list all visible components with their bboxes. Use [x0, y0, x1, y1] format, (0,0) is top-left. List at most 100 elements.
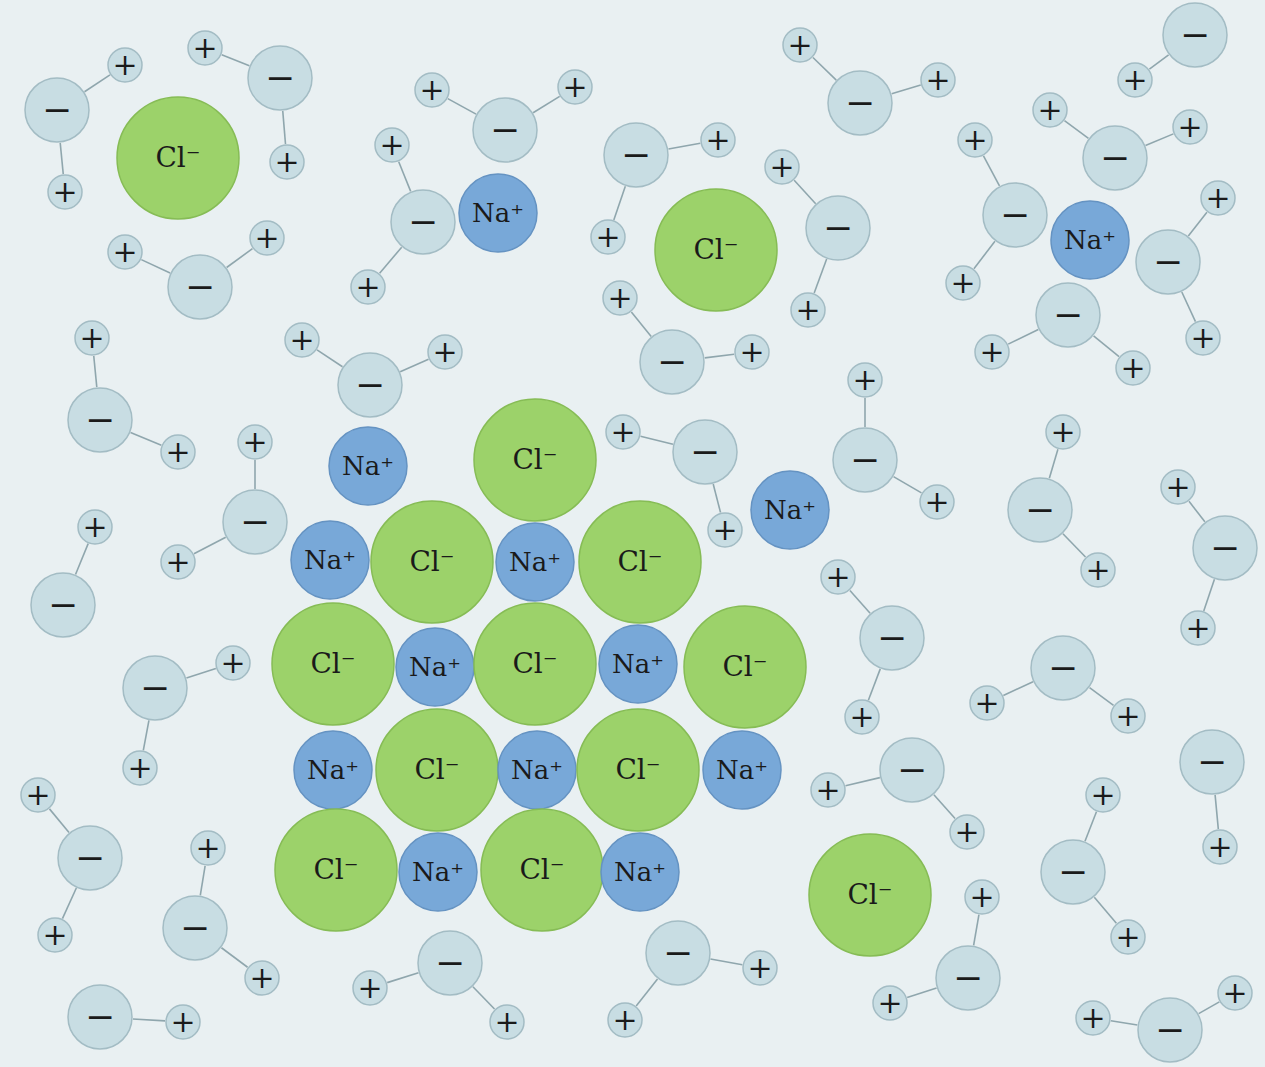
- charge-sign: +: [595, 222, 620, 252]
- bond-line: [907, 988, 936, 997]
- oxygen-atom: −: [337, 352, 403, 418]
- charge-sign: −: [823, 210, 853, 246]
- atom-circle: [1051, 201, 1129, 279]
- atom-circle: [415, 73, 449, 107]
- ion-label: Cl⁻: [310, 650, 355, 678]
- charge-sign: −: [85, 999, 115, 1035]
- atom-circle: [965, 880, 999, 914]
- charge-sign: +: [1122, 65, 1147, 95]
- atom-circle: [1086, 778, 1120, 812]
- charge-sign: +: [170, 1007, 195, 1037]
- oxygen-atom: −: [57, 825, 123, 891]
- atom-circle: [238, 425, 272, 459]
- hydrogen-atom: +: [489, 1004, 525, 1040]
- hydrogen-atom: +: [187, 30, 223, 66]
- hydrogen-atom: +: [215, 645, 251, 681]
- hydrogen-atom: +: [700, 122, 736, 158]
- charge-sign: −: [877, 620, 907, 656]
- charge-sign: +: [1222, 978, 1247, 1008]
- charge-sign: +: [849, 702, 874, 732]
- charge-sign: +: [954, 817, 979, 847]
- bond-line: [60, 143, 63, 174]
- charge-sign: +: [562, 72, 587, 102]
- atom-circle: [558, 70, 592, 104]
- atom-circle: [936, 946, 1000, 1010]
- oxygen-atom: −: [879, 737, 945, 803]
- charge-sign: +: [192, 33, 217, 63]
- sodium-ion: Na⁺: [1050, 200, 1130, 280]
- atom-circle: [920, 485, 954, 519]
- atom-circle: [1083, 126, 1147, 190]
- charge-sign: +: [1115, 701, 1140, 731]
- charge-sign: +: [357, 973, 382, 1003]
- bond-line: [200, 866, 205, 896]
- charge-sign: −: [657, 344, 687, 380]
- charge-sign: −: [953, 960, 983, 996]
- oxygen-atom: −: [603, 122, 669, 188]
- oxygen-atom: −: [167, 254, 233, 320]
- ion-label: Cl⁻: [615, 756, 660, 784]
- atom-circle: [245, 961, 279, 995]
- atom-circle: [473, 98, 537, 162]
- atom-circle: [275, 809, 397, 931]
- atom-circle: [701, 123, 735, 157]
- ion-label: Cl⁻: [693, 236, 738, 264]
- charge-sign: +: [379, 130, 404, 160]
- atom-circle: [828, 71, 892, 135]
- atom-circle: [248, 46, 312, 110]
- bond-line: [614, 186, 626, 220]
- atom-circle: [608, 1003, 642, 1037]
- bond-line: [221, 948, 247, 967]
- bond-line: [1145, 134, 1173, 146]
- oxygen-atom: −: [1035, 282, 1101, 348]
- charge-sign: +: [42, 920, 67, 950]
- bond-line: [636, 979, 657, 1006]
- hydrogen-atom: +: [764, 149, 800, 185]
- oxygen-atom: −: [1179, 729, 1245, 795]
- hydrogen-atom: +: [374, 127, 410, 163]
- ion-label: Cl⁻: [847, 881, 892, 909]
- oxygen-atom: −: [390, 189, 456, 255]
- atom-circle: [1218, 976, 1252, 1010]
- atom-circle: [1138, 998, 1202, 1062]
- hydrogen-atom: +: [847, 362, 883, 398]
- bond-line: [813, 58, 836, 81]
- atom-circle: [958, 123, 992, 157]
- bond-line: [227, 249, 253, 268]
- charge-sign: +: [877, 988, 902, 1018]
- charge-sign: +: [925, 65, 950, 95]
- charge-sign: +: [787, 30, 812, 60]
- bond-line: [1064, 121, 1088, 139]
- atom-circle: [375, 128, 409, 162]
- charge-sign: +: [127, 753, 152, 783]
- atom-circle: [1031, 636, 1095, 700]
- chloride-ion: Cl⁻: [274, 808, 398, 932]
- atom-circle: [223, 490, 287, 554]
- atom-circle: [708, 513, 742, 547]
- atom-circle: [329, 427, 407, 505]
- hydrogen-atom: +: [249, 220, 285, 256]
- oxygen-atom: −: [1007, 477, 1073, 543]
- oxygen-atom: −: [1137, 997, 1203, 1063]
- bond-line: [317, 350, 342, 367]
- hydrogen-atom: +: [107, 47, 143, 83]
- atom-circle: [601, 833, 679, 911]
- charge-sign: −: [1180, 17, 1210, 53]
- chloride-ion: Cl⁻: [808, 833, 932, 957]
- bond-line: [974, 241, 995, 268]
- hydrogen-atom: +: [77, 509, 113, 545]
- sodium-ion: Na⁺: [750, 470, 830, 550]
- atom-circle: [577, 709, 699, 831]
- charge-sign: −: [1048, 650, 1078, 686]
- charge-sign: +: [852, 365, 877, 395]
- charge-sign: +: [1120, 353, 1145, 383]
- hydrogen-atom: +: [244, 960, 280, 996]
- hydrogen-atom: +: [1110, 919, 1146, 955]
- atom-circle: [58, 826, 122, 890]
- atom-circle: [191, 831, 225, 865]
- bond-line: [283, 111, 286, 144]
- oxygen-atom: −: [67, 387, 133, 453]
- charge-sign: +: [82, 512, 107, 542]
- atom-circle: [399, 833, 477, 911]
- hydrogen-atom: +: [790, 292, 826, 328]
